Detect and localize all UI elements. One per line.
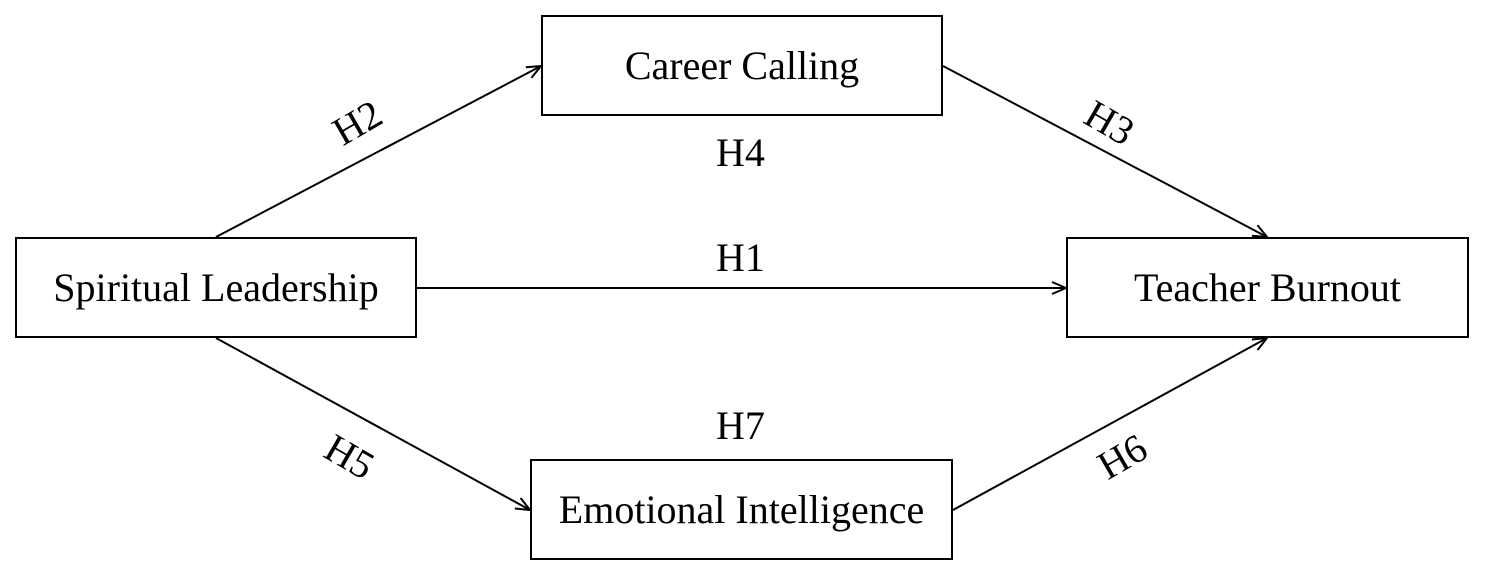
- hypothesis-label-h7: H7: [716, 403, 765, 448]
- spiritual-leadership-node: Spiritual Leadership: [15, 237, 417, 338]
- teacher-burnout-label: Teacher Burnout: [1133, 265, 1402, 310]
- spiritual-leadership-label: Spiritual Leadership: [53, 265, 379, 310]
- teacher-burnout-node: Teacher Burnout: [1066, 237, 1469, 338]
- emotional-intelligence-label: Emotional Intelligence: [558, 487, 925, 532]
- arrow-h2: [215, 66, 541, 238]
- emotional-intelligence-node: Emotional Intelligence: [530, 459, 953, 560]
- career-calling-node: Career Calling: [541, 15, 943, 116]
- career-calling-label: Career Calling: [624, 43, 860, 88]
- hypothesis-label-h4: H4: [716, 130, 765, 175]
- arrow-h5: [215, 337, 530, 510]
- arrow-h3: [942, 65, 1267, 237]
- arrow-h6: [952, 338, 1267, 511]
- hypothesis-label-h1: H1: [716, 235, 765, 280]
